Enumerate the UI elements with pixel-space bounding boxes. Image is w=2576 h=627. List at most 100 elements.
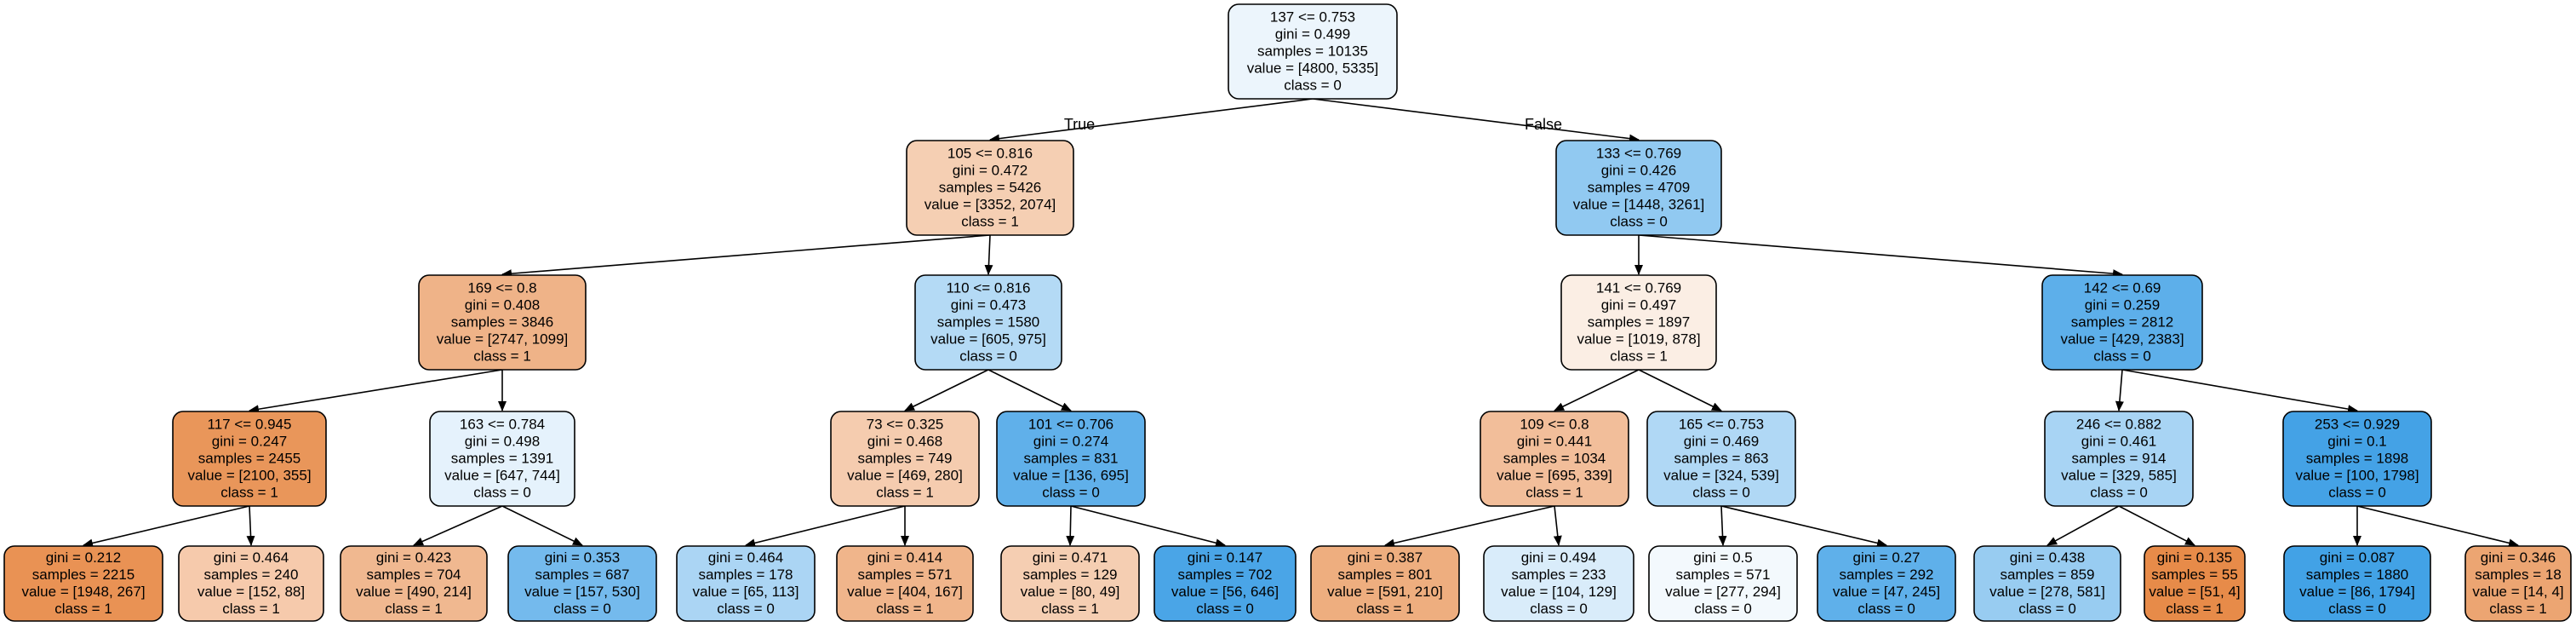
edge-n9-n19	[745, 505, 906, 548]
node-text-line: class = 0	[959, 348, 1017, 365]
node-text-line: samples = 2215	[32, 567, 135, 583]
edge-n8-n17	[413, 505, 503, 546]
node-text-line: samples = 4709	[1588, 180, 1691, 196]
node-text-line: class = 0	[1610, 214, 1668, 230]
node-text-line: gini = 0.5	[1693, 549, 1752, 566]
node-text-line: value = [2100, 355]	[187, 468, 311, 484]
node-text-line: value = [1019, 878]	[1577, 331, 1700, 348]
node-text-line: samples = 1898	[2306, 451, 2409, 467]
node-text-line: value = [695, 339]	[1497, 468, 1612, 484]
node-text-line: value = [329, 585]	[2061, 468, 2177, 484]
edge-n1-n4	[984, 234, 993, 275]
node-text-line: value = [136, 695]	[1013, 468, 1129, 484]
node-text-line: value = [324, 539]	[1663, 468, 1779, 484]
node-text-line: value = [152, 88]	[197, 584, 305, 600]
node-text-line: samples = 571	[1675, 567, 1770, 583]
node-box	[429, 411, 575, 507]
node-box	[996, 411, 1146, 507]
node-text-line: samples = 5426	[939, 180, 1042, 196]
node-text-line: gini = 0.494	[1521, 549, 1596, 566]
edge-label-true: True	[1064, 116, 1095, 133]
node-text-line: samples = 749	[857, 451, 952, 467]
node-box	[1153, 545, 1297, 622]
node-text-line: samples = 859	[2000, 567, 2094, 583]
node-text-line: 109 <= 0.8	[1520, 417, 1589, 433]
node-text-line: samples = 10135	[1257, 43, 1368, 60]
node-text-line: 73 <= 0.325	[867, 417, 944, 433]
node-text-line: class = 1	[2489, 601, 2547, 617]
node-text-line: samples = 1880	[2306, 567, 2409, 583]
node-box	[507, 545, 657, 622]
node-text-line: value = [404, 167]	[847, 584, 963, 600]
edge-n7-n15	[83, 505, 250, 548]
node-text-line: class = 1	[876, 601, 934, 617]
node-text-line: value = [1948, 267]	[21, 584, 145, 600]
node-text-line: value = [591, 210]	[1327, 584, 1443, 600]
edge-n5-n11	[1554, 369, 1640, 411]
node-text-line: value = [429, 2383]	[2060, 331, 2184, 348]
node-text-line: gini = 0.423	[376, 549, 451, 566]
edge-n11-n24	[1553, 505, 1562, 546]
node-text-line: gini = 0.472	[953, 163, 1028, 179]
node-text-line: 133 <= 0.769	[1596, 146, 1681, 162]
node-text-line: class = 1	[220, 485, 278, 501]
node-text-line: class = 1	[54, 601, 112, 617]
node-text-line: gini = 0.353	[545, 549, 620, 566]
node-text-line: samples = 571	[857, 567, 952, 583]
node-text-line: value = [469, 280]	[847, 468, 963, 484]
node-box	[2041, 274, 2203, 371]
node-text-line: value = [278, 581]	[1989, 584, 2105, 600]
node-text-line: class = 0	[2018, 601, 2076, 617]
node-text-line: samples = 2455	[198, 451, 301, 467]
node-text-line: value = [100, 1798]	[2295, 468, 2419, 484]
node-text-line: value = [65, 113]	[693, 584, 799, 600]
node-text-line: gini = 0.147	[1188, 549, 1262, 566]
edge-n6-n14	[2121, 369, 2358, 414]
node-box	[1648, 545, 1798, 622]
node-text-line: value = [86, 1794]	[2299, 584, 2415, 600]
node-box	[2282, 411, 2432, 507]
edge-n10-n21	[1066, 505, 1075, 546]
node-text-line: gini = 0.135	[2157, 549, 2232, 566]
node-text-line: gini = 0.471	[1033, 549, 1108, 566]
node-text-line: gini = 0.408	[465, 297, 540, 314]
node-text-line: samples = 240	[203, 567, 298, 583]
node-text-line: gini = 0.247	[212, 434, 287, 450]
node-text-line: gini = 0.212	[46, 549, 121, 566]
node-text-line: gini = 0.461	[2081, 434, 2156, 450]
node-text-line: class = 0	[1042, 485, 1100, 501]
node-text-line: samples = 129	[1022, 567, 1117, 583]
node-box	[2464, 545, 2572, 622]
node-box	[836, 545, 974, 622]
node-text-line: 117 <= 0.945	[208, 417, 292, 433]
node-box	[676, 545, 816, 622]
node-text-line: gini = 0.27	[1853, 549, 1921, 566]
node-text-line: samples = 1034	[1503, 451, 1606, 467]
node-text-line: class = 0	[1530, 601, 1588, 617]
node-text-line: 141 <= 0.769	[1596, 280, 1681, 296]
edge-n6-n13	[2115, 369, 2124, 411]
edge-n8-n18	[501, 505, 583, 546]
node-box	[418, 274, 587, 371]
node-text-line: 101 <= 0.706	[1028, 417, 1113, 433]
node-text-line: samples = 704	[366, 567, 461, 583]
node-box	[1000, 545, 1140, 622]
edge-n4-n10	[987, 369, 1072, 411]
edge-n1-n3	[501, 234, 991, 279]
edge-n0-n1	[989, 98, 1314, 143]
node-text-line: samples = 3846	[451, 314, 554, 331]
node-box	[1646, 411, 1796, 507]
node-text-line: value = [1448, 3261]	[1573, 197, 1705, 213]
node-text-line: samples = 801	[1337, 567, 1432, 583]
node-box	[906, 140, 1074, 236]
